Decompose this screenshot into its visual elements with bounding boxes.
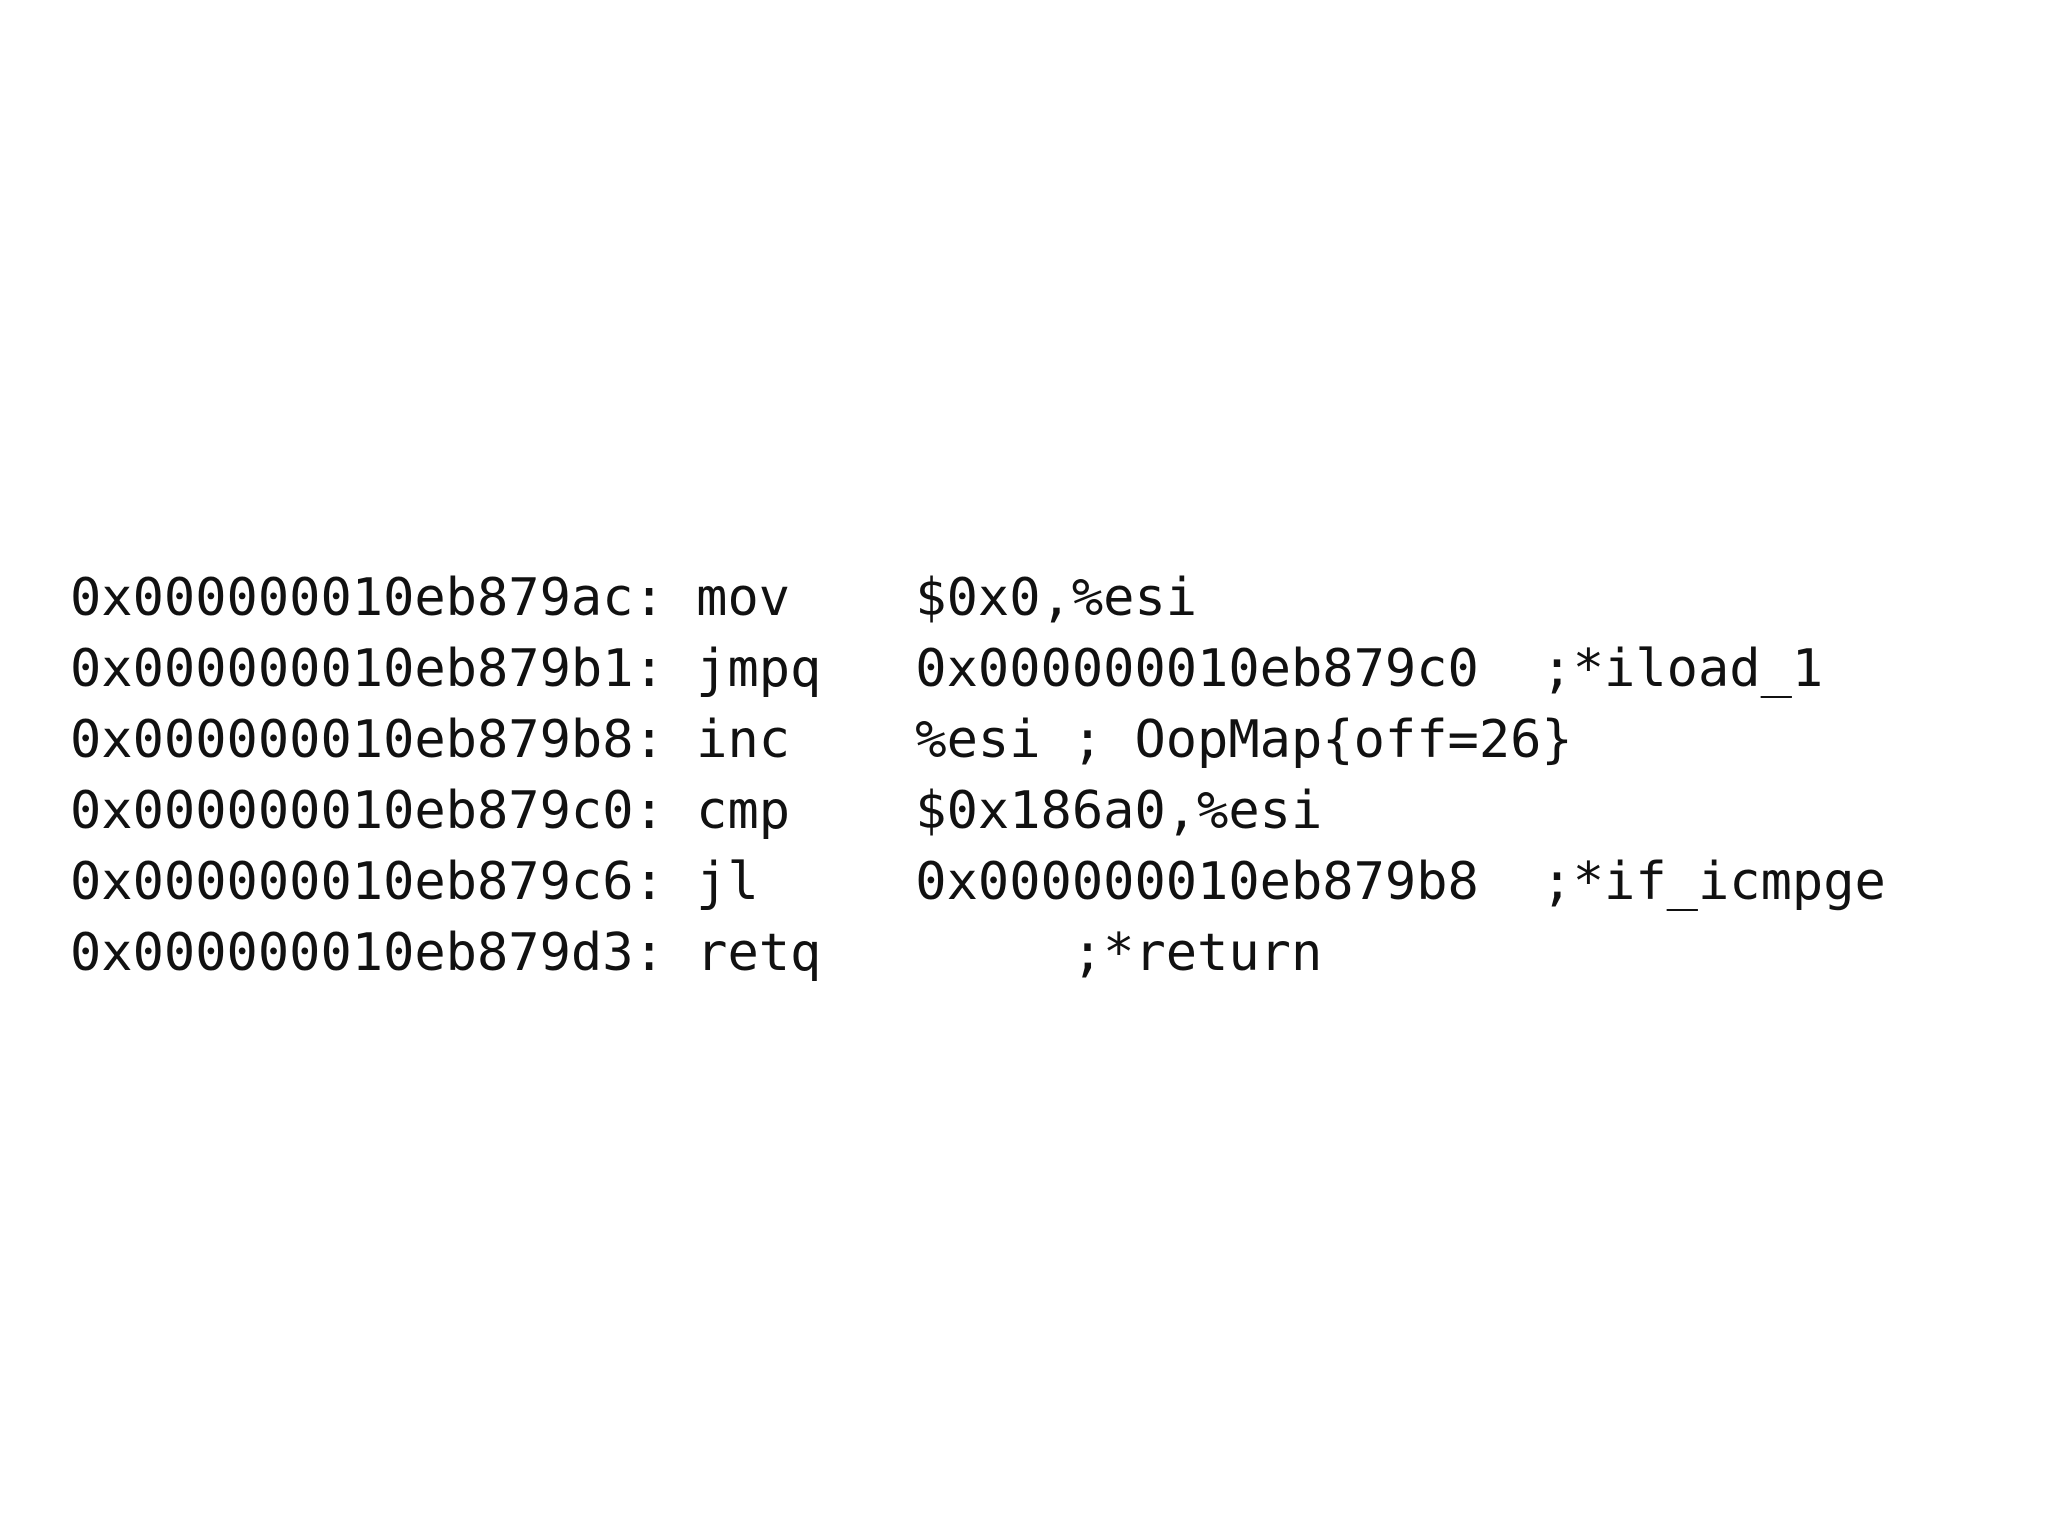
instruction-operands: 0x000000010eb879c0 ;*iload_1 xyxy=(915,639,1824,699)
instruction-operands: $0x186a0,%esi xyxy=(915,781,1323,841)
instruction-address: 0x000000010eb879ac: xyxy=(70,568,665,628)
code-line: 0x000000010eb879c0: cmp $0x186a0,%esi xyxy=(70,776,2000,847)
instruction-mnemonic: retq xyxy=(696,923,884,983)
instruction-address: 0x000000010eb879b1: xyxy=(70,639,665,699)
instruction-operands: $0x0,%esi xyxy=(915,568,1198,628)
instruction-address: 0x000000010eb879b8: xyxy=(70,710,665,770)
instruction-address: 0x000000010eb879c6: xyxy=(70,852,665,912)
instruction-mnemonic: cmp xyxy=(696,781,884,841)
instruction-operands: 0x000000010eb879b8 ;*if_icmpge xyxy=(915,852,1886,912)
code-line: 0x000000010eb879c6: jl 0x000000010eb879b… xyxy=(70,847,2000,918)
code-line: 0x000000010eb879b8: inc %esi ; OopMap{of… xyxy=(70,705,2000,776)
instruction-mnemonic: jl xyxy=(696,852,884,912)
instruction-operands: ;*return xyxy=(915,923,1323,983)
code-line: 0x000000010eb879d3: retq ;*return xyxy=(70,918,2000,989)
disassembly-listing: 0x000000010eb879ac: mov $0x0,%esi 0x0000… xyxy=(70,563,2000,989)
instruction-address: 0x000000010eb879d3: xyxy=(70,923,665,983)
instruction-address: 0x000000010eb879c0: xyxy=(70,781,665,841)
instruction-mnemonic: mov xyxy=(696,568,884,628)
code-line: 0x000000010eb879b1: jmpq 0x000000010eb87… xyxy=(70,634,2000,705)
code-line: 0x000000010eb879ac: mov $0x0,%esi xyxy=(70,563,2000,634)
instruction-operands: %esi ; OopMap{off=26} xyxy=(915,710,1573,770)
instruction-mnemonic: inc xyxy=(696,710,884,770)
instruction-mnemonic: jmpq xyxy=(696,639,884,699)
